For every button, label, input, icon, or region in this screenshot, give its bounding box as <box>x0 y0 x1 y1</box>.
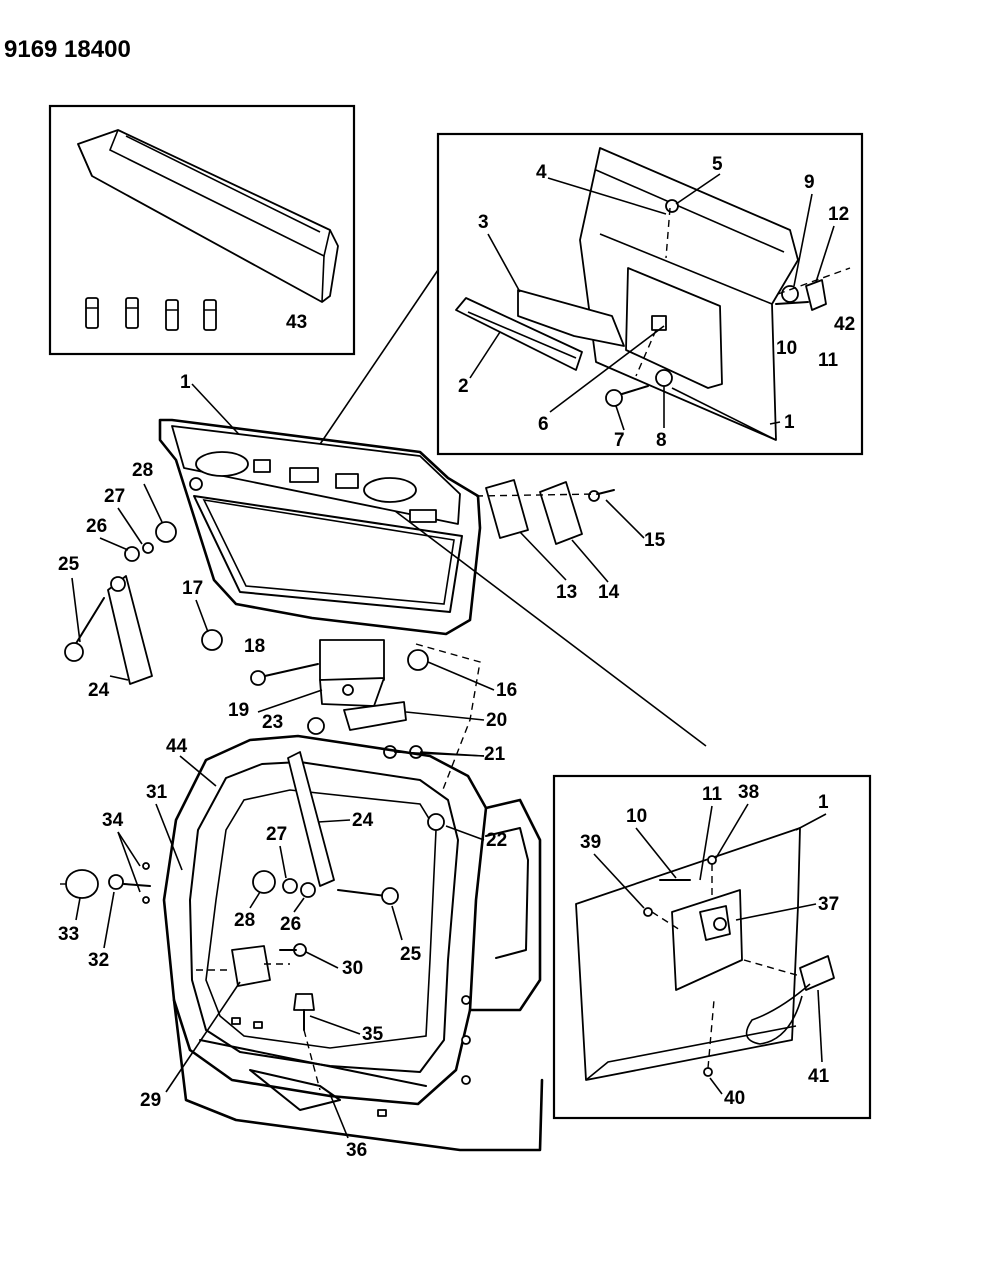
callout-35: 35 <box>362 1024 384 1045</box>
callout-37: 37 <box>818 894 839 915</box>
callout-6: 6 <box>538 414 549 435</box>
callout-17: 17 <box>182 578 203 599</box>
callout-30: 30 <box>342 958 363 979</box>
callout-27-upper: 27 <box>104 486 125 507</box>
hinge-assembly <box>201 629 481 793</box>
callout-44: 44 <box>166 736 188 757</box>
part-number-header: 9169 18400 <box>4 36 131 63</box>
callout-43: 43 <box>286 312 307 333</box>
spoiler-clips <box>85 297 217 331</box>
callout-26-upper: 26 <box>86 516 107 537</box>
latch-hardware <box>60 862 307 987</box>
callout-16: 16 <box>496 680 517 701</box>
callout-18: 18 <box>244 636 265 657</box>
callout-13: 13 <box>556 582 577 603</box>
callout-34: 34 <box>102 810 124 831</box>
callout-12: 12 <box>828 204 849 225</box>
callout-27-lower: 27 <box>266 824 287 845</box>
callout-39: 39 <box>580 832 601 853</box>
callout-24-lower: 24 <box>352 810 374 831</box>
callout-28-lower: 28 <box>234 910 255 931</box>
callout-31: 31 <box>146 782 168 803</box>
strut-hardware-lower <box>252 751 399 905</box>
hinge-plates <box>475 479 615 545</box>
spoiler-part <box>77 129 339 303</box>
callout-10-lower-inset: 10 <box>626 806 647 827</box>
callout-24-upper: 24 <box>88 680 110 701</box>
callout-14: 14 <box>598 582 620 603</box>
callout-20: 20 <box>486 710 507 731</box>
callout-11-lower-inset: 11 <box>702 784 723 805</box>
callout-28-upper: 28 <box>132 460 153 481</box>
inset-spoiler: 43 <box>48 104 356 356</box>
callout-1-upper-inset: 1 <box>784 412 795 433</box>
callout-40: 40 <box>724 1088 745 1109</box>
striker-hardware <box>293 993 321 1091</box>
callout-7: 7 <box>614 430 625 451</box>
callout-32: 32 <box>88 950 109 971</box>
callout-15: 15 <box>644 530 666 551</box>
callout-10: 10 <box>776 338 797 359</box>
callout-2: 2 <box>458 376 469 397</box>
callout-1-liftgate: 1 <box>180 372 191 393</box>
inset-latch: 11 38 1 10 39 37 41 40 <box>552 774 872 1120</box>
callout-36: 36 <box>346 1140 367 1161</box>
callout-1-lower-inset: 1 <box>818 792 829 813</box>
callout-4: 4 <box>536 162 547 183</box>
callout-38: 38 <box>738 782 759 803</box>
callout-9: 9 <box>804 172 815 193</box>
callout-42: 42 <box>834 314 855 335</box>
callout-19: 19 <box>228 700 249 721</box>
callout-25-lower: 25 <box>400 944 422 965</box>
callout-5: 5 <box>712 154 723 175</box>
callout-22: 22 <box>486 830 507 851</box>
callout-41: 41 <box>808 1066 830 1087</box>
callout-21: 21 <box>484 744 506 765</box>
callout-11: 11 <box>818 350 839 371</box>
callout-29: 29 <box>140 1090 161 1111</box>
callout-26-lower: 26 <box>280 914 301 935</box>
callout-8: 8 <box>656 430 667 451</box>
callout-25-upper: 25 <box>58 554 80 575</box>
callout-33: 33 <box>58 924 79 945</box>
vehicle-body <box>162 734 544 1152</box>
liftgate-door <box>158 418 482 636</box>
inset-upper-liftgate: 4 5 3 9 12 42 10 11 2 6 7 8 1 <box>436 132 864 456</box>
strut-hardware-left <box>64 521 177 685</box>
callout-23: 23 <box>262 712 283 733</box>
callout-3: 3 <box>478 212 489 233</box>
